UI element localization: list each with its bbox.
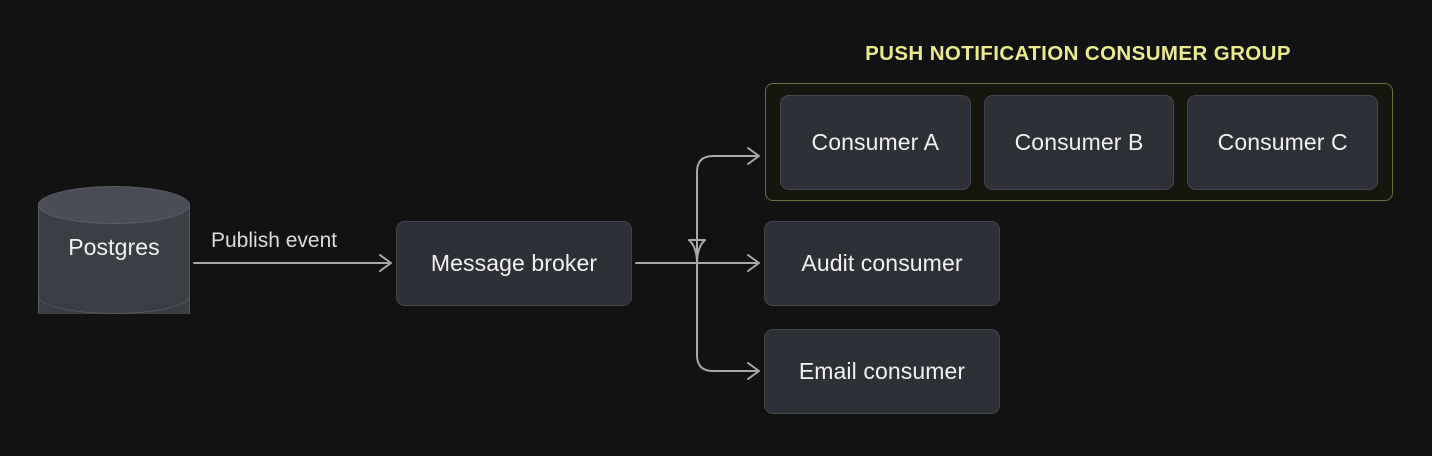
audit-consumer-label: Audit consumer bbox=[801, 250, 963, 276]
arrowhead-to-email bbox=[747, 362, 760, 380]
arrowhead-to-audit bbox=[747, 254, 760, 272]
edge-branch-to-email bbox=[696, 262, 757, 372]
email-consumer-node[interactable]: Email consumer bbox=[764, 329, 1000, 414]
consumer-b-node[interactable]: Consumer B bbox=[983, 94, 1175, 190]
consumer-a-node[interactable]: Consumer A bbox=[780, 94, 971, 190]
edge-label-publish-event: Publish event bbox=[211, 229, 338, 252]
arrowhead-postgres-to-broker bbox=[379, 254, 392, 272]
postgres-label: Postgres bbox=[68, 234, 160, 260]
push-notification-consumer-group: Consumer A Consumer B Consumer C bbox=[765, 83, 1393, 201]
consumer-group-title: PUSH NOTIFICATION CONSUMER GROUP bbox=[865, 42, 1291, 65]
arrowhead-to-push-group bbox=[747, 147, 760, 165]
message-broker-label: Message broker bbox=[430, 250, 598, 276]
consumer-b-label: Consumer B bbox=[1014, 128, 1144, 155]
audit-consumer-node[interactable]: Audit consumer bbox=[764, 221, 1000, 306]
cylinder-bottom-icon bbox=[38, 278, 190, 314]
cylinder-top-icon bbox=[38, 186, 190, 224]
postgres-datastore-node[interactable]: Postgres bbox=[38, 186, 190, 332]
email-consumer-label: Email consumer bbox=[798, 358, 966, 384]
consumer-c-node[interactable]: Consumer C bbox=[1187, 94, 1379, 190]
message-broker-node[interactable]: Message broker bbox=[396, 221, 632, 306]
consumer-a-label: Consumer A bbox=[811, 128, 940, 155]
edge-branch-to-push-group bbox=[688, 155, 757, 264]
consumer-c-label: Consumer C bbox=[1217, 128, 1348, 155]
